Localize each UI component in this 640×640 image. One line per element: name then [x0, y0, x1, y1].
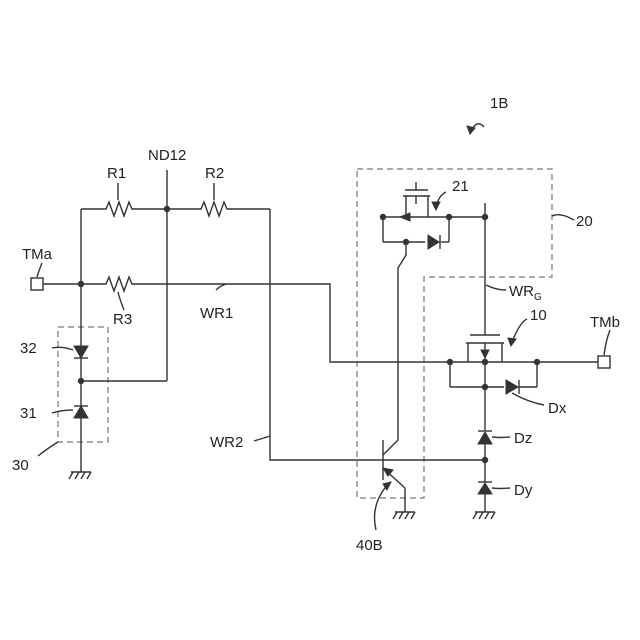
resistor-r3	[81, 277, 145, 291]
diode-31	[74, 406, 88, 418]
terminal-tmb	[598, 356, 610, 368]
label-node-nd12: ND12	[148, 147, 186, 164]
leader-wrg	[486, 285, 506, 290]
label-wire-wrg: WRG	[509, 283, 542, 303]
diode-dy	[478, 483, 492, 494]
label-resistor-r1: R1	[107, 165, 126, 182]
label-figure: 1B	[490, 95, 508, 112]
ground-dy	[473, 512, 495, 519]
label-diode-dz: Dz	[514, 430, 532, 447]
leader-dy	[492, 488, 510, 489]
label-diode-dx: Dx	[548, 400, 567, 417]
label-terminal-tmb: TMb	[590, 314, 620, 331]
label-resistor-r3: R3	[113, 311, 132, 328]
junction-wr2	[482, 457, 488, 463]
wire-wr1	[145, 284, 468, 362]
junction-dx	[482, 384, 488, 390]
wire-wr2	[270, 209, 392, 460]
leader-40b	[375, 484, 389, 530]
block-20-outline	[357, 169, 552, 498]
leader-30	[38, 442, 58, 456]
leader-wr1	[216, 284, 226, 290]
junction-fet10-right	[534, 359, 540, 365]
leader-tmb	[604, 330, 610, 355]
label-fet-21: 21	[452, 178, 469, 195]
resistor-r2	[167, 202, 270, 216]
junction-fet21-bottom	[403, 239, 409, 245]
ground-40b	[393, 512, 415, 519]
label-diode-31: 31	[20, 405, 37, 422]
ground-30	[69, 472, 91, 479]
terminal-tma	[31, 278, 43, 290]
label-block-30: 30	[12, 457, 29, 474]
leader-1b-arrow	[467, 126, 475, 134]
label-wire-wrg-sub: G	[534, 292, 542, 303]
junction-fet21-left	[380, 214, 386, 220]
label-wire-wr1: WR1	[200, 305, 233, 322]
diode-dz	[478, 432, 492, 444]
label-wire-wr2: WR2	[210, 434, 243, 451]
junction-fet10-source	[482, 359, 488, 365]
leader-32	[52, 347, 73, 350]
leader-20	[552, 215, 574, 220]
block-30-outline	[58, 327, 108, 442]
leader-tma	[37, 263, 42, 277]
diode-32	[74, 346, 88, 358]
junction-wrg-top	[482, 214, 488, 220]
label-resistor-r2: R2	[205, 165, 224, 182]
fet21-arrow	[400, 213, 410, 221]
fet21-body-diode	[428, 235, 439, 249]
label-transistor-40b: 40B	[356, 537, 383, 554]
fet10-arrow	[481, 350, 489, 358]
leader-dz	[492, 437, 510, 438]
diode-dx	[506, 380, 518, 394]
junction-fet10-left	[447, 359, 453, 365]
label-block-20: 20	[576, 213, 593, 230]
label-diode-dy: Dy	[514, 482, 533, 499]
leader-wr2	[254, 436, 270, 441]
leader-r3	[118, 292, 124, 310]
leader-31	[52, 410, 73, 413]
label-wire-wrg-main: WR	[509, 283, 534, 300]
leader-dx	[512, 393, 544, 405]
leader-21-arrow	[432, 202, 440, 210]
fet21-to-40b-wire	[383, 242, 406, 455]
junction-tma	[78, 281, 84, 287]
label-diode-32: 32	[20, 340, 37, 357]
junction-nd12	[164, 206, 170, 212]
resistor-r1	[81, 202, 167, 216]
label-fet-10: 10	[530, 307, 547, 324]
leader-10-arrow	[508, 338, 516, 346]
junction-diodes	[78, 378, 84, 384]
junction-fet21-right	[446, 214, 452, 220]
label-terminal-tma: TMa	[22, 246, 53, 263]
